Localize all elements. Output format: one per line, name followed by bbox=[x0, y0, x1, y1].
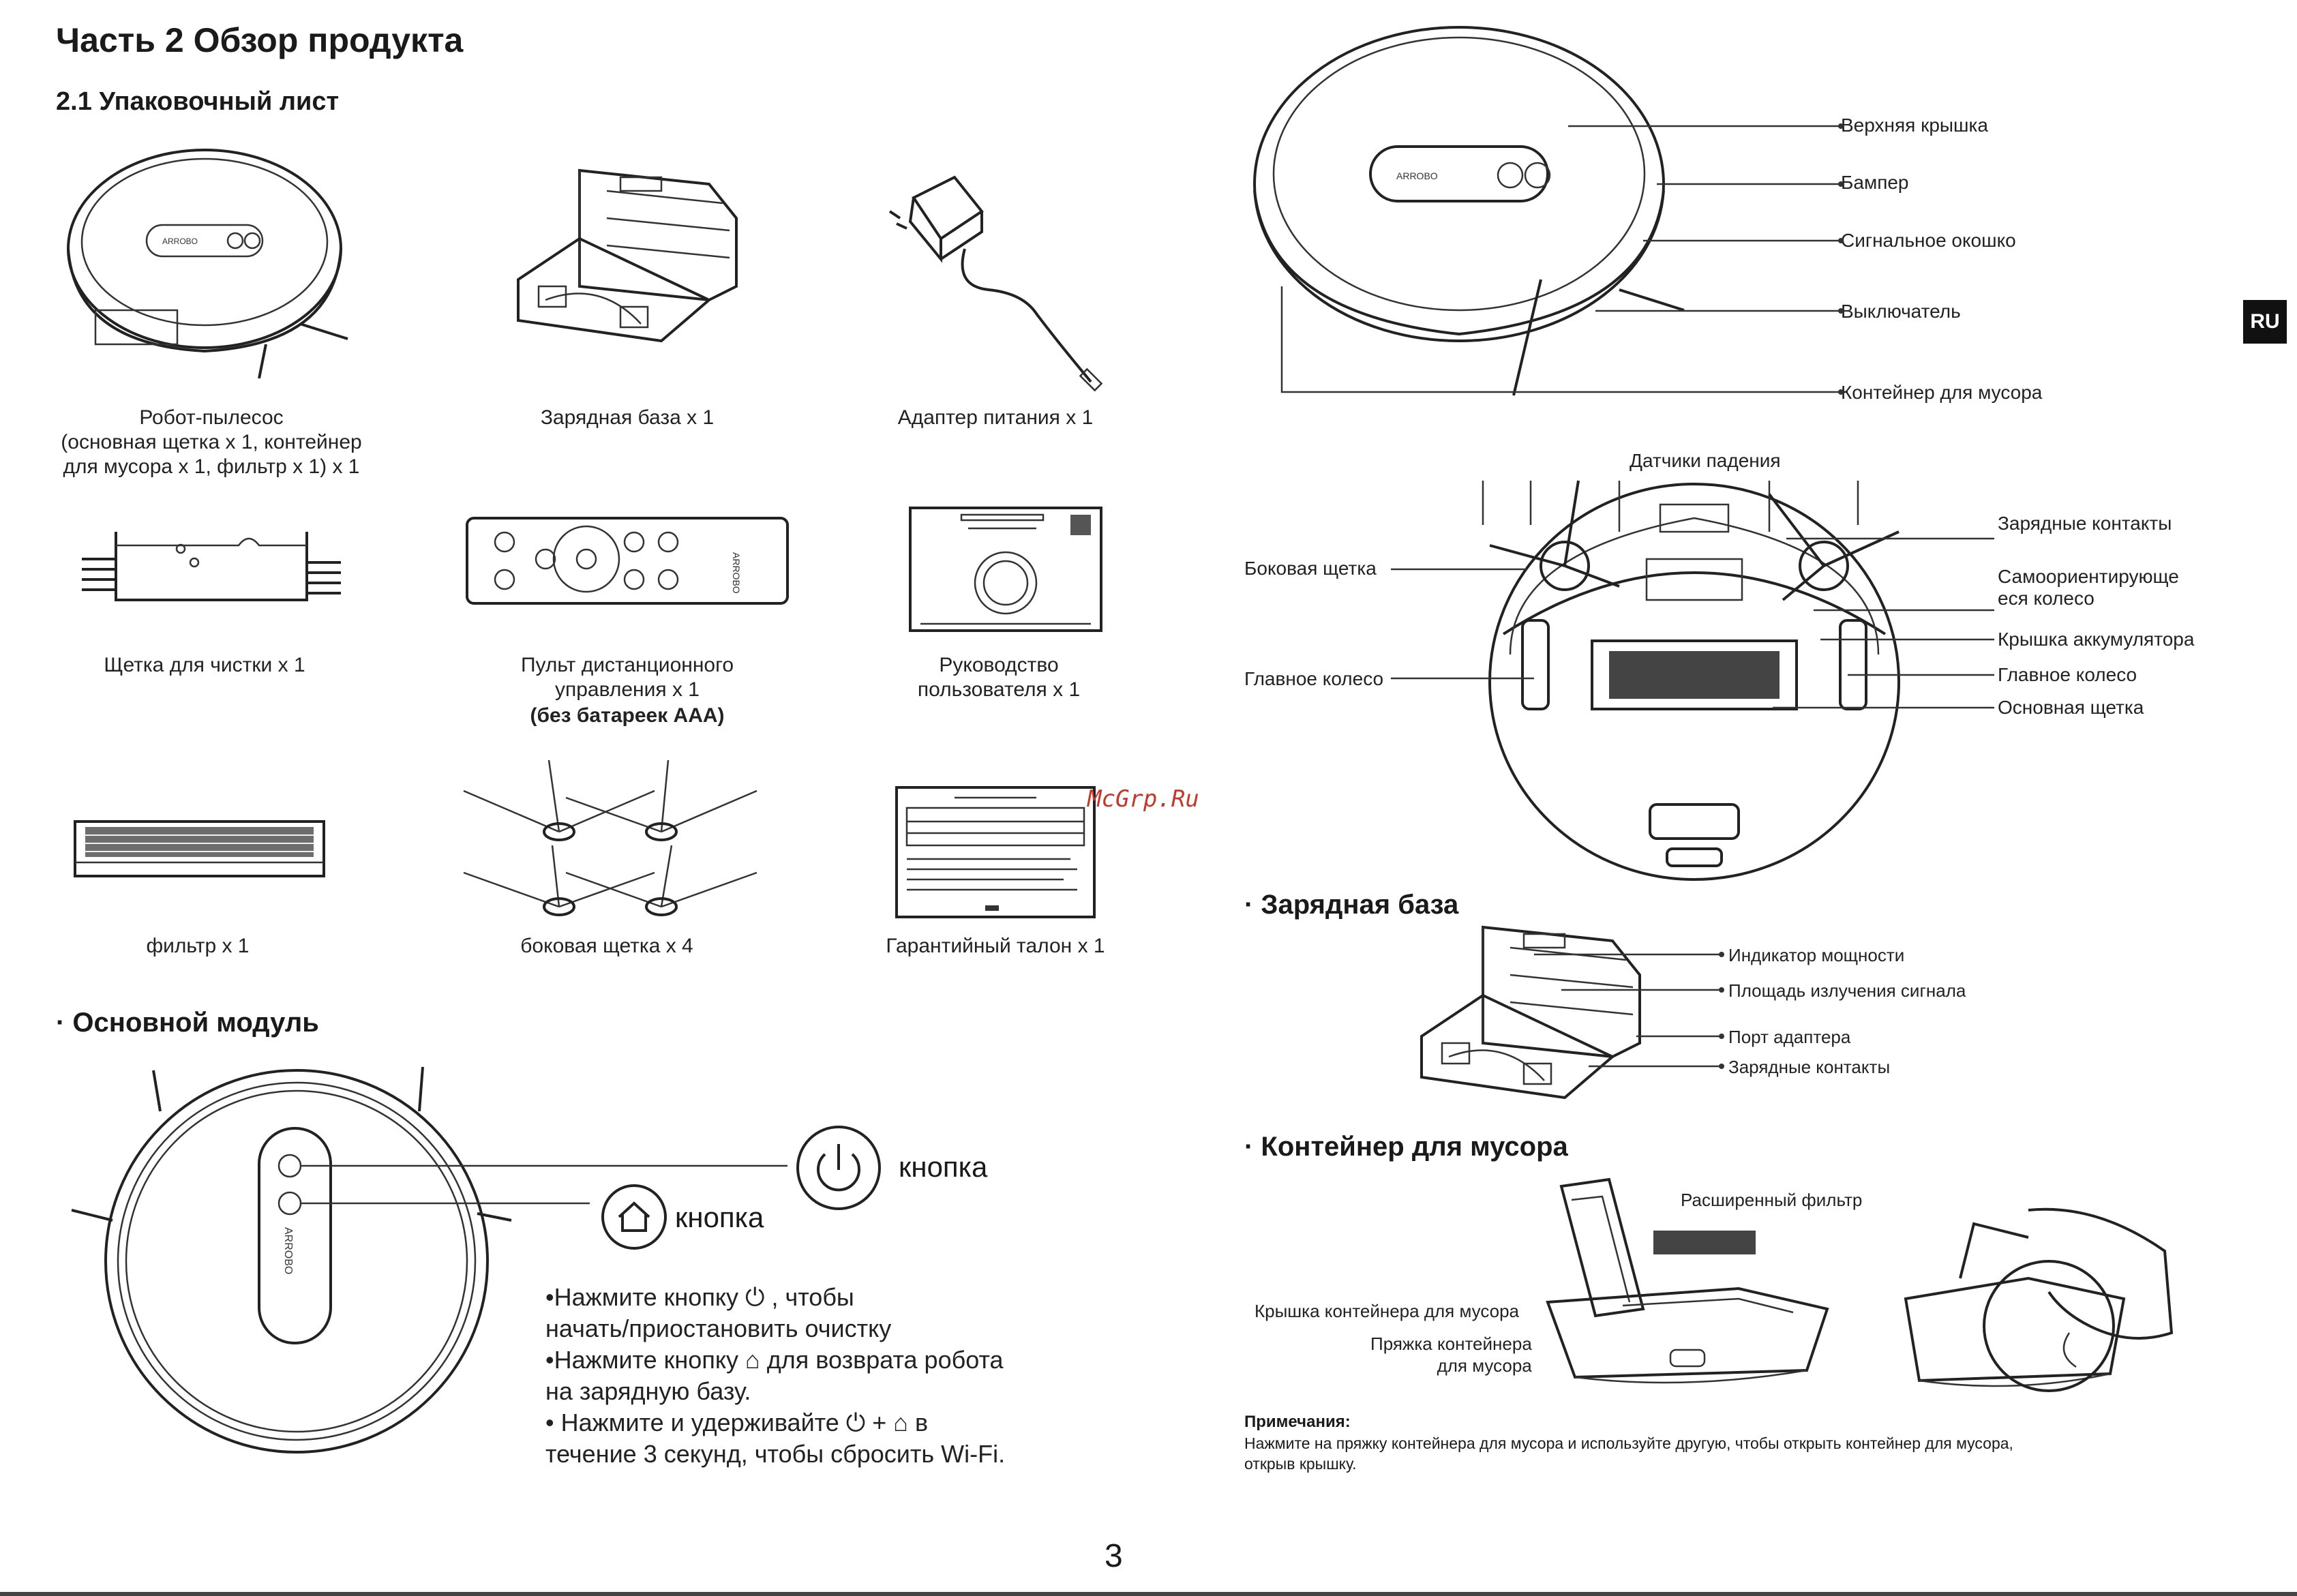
caption-charging-base: Зарядная база x 1 bbox=[540, 406, 715, 429]
svg-text:ARROBO: ARROBO bbox=[282, 1227, 294, 1274]
power-icon bbox=[796, 1126, 881, 1210]
page-title: Часть 2 Обзор продукта bbox=[56, 21, 464, 59]
svg-text:ARROBO: ARROBO bbox=[1396, 170, 1438, 181]
label-main-brush: Основная щетка bbox=[1998, 697, 2144, 718]
label-bumper: Бампер bbox=[1841, 172, 1909, 193]
instruction-line: •Нажмите кнопку ⌂ для возврата робота bbox=[545, 1346, 1004, 1374]
home-icon bbox=[601, 1184, 667, 1250]
label-power-switch: Выключатель bbox=[1841, 301, 1961, 322]
charging-base-leaders bbox=[1534, 952, 1724, 1069]
caption-user-manual: Руководство пользователя x 1 bbox=[917, 654, 1081, 701]
notes-title: Примечания: bbox=[1244, 1413, 1351, 1431]
charging-base-illustration bbox=[517, 168, 738, 343]
label-enhanced-filter: Расширенный фильтр bbox=[1681, 1190, 1863, 1210]
top-view-leader-lines bbox=[1568, 123, 1844, 395]
instruction-line: •Нажмите кнопку ⏻ , чтобы bbox=[545, 1283, 854, 1311]
dust-bin-hand-illustration bbox=[1904, 1207, 2174, 1392]
label-main-wheel-left: Главное колесо bbox=[1244, 668, 1384, 689]
main-module-heading: · Основной модуль bbox=[56, 1008, 319, 1038]
bottom-view-left-leaders bbox=[1391, 568, 1534, 680]
side-brushes-illustration bbox=[463, 759, 757, 916]
label-power-indicator: Индикатор мощности bbox=[1728, 945, 1905, 965]
robot-bottom-view-illustration bbox=[1482, 480, 1900, 881]
power-adapter-illustration bbox=[888, 175, 1103, 392]
caption-cleaning-brush: Щетка для чистки x 1 bbox=[104, 654, 305, 676]
main-module-instructions: •Нажмите кнопку ⏻ , чтобы начать/приоста… bbox=[545, 1282, 1005, 1470]
caption-remote-control: Пульт дистанционного управления x 1 bbox=[520, 654, 734, 701]
cleaning-brush-illustration bbox=[82, 532, 341, 601]
notes-text: Нажмите на пряжку контейнера для мусора … bbox=[1244, 1434, 2013, 1473]
filter-illustration bbox=[74, 820, 325, 877]
language-badge: RU bbox=[2243, 300, 2287, 344]
watermark: McGrp.Ru bbox=[1087, 785, 1199, 813]
label-signal-area: Площадь излучения сигнала bbox=[1728, 980, 1966, 1001]
packing-list-heading: 2.1 Упаковочный лист bbox=[56, 87, 340, 116]
caption-side-brushes: боковая щетка x 4 bbox=[520, 935, 693, 957]
label-top-cover: Верхняя крышка bbox=[1841, 115, 1988, 136]
label-dust-bin: Контейнер для мусора bbox=[1841, 382, 2043, 403]
label-signal-window: Сигнальное окошко bbox=[1841, 230, 2016, 251]
charging-base-heading: · Зарядная база bbox=[1244, 890, 1459, 920]
instruction-line: • Нажмите и удерживайте ⏻ + ⌂ в bbox=[545, 1409, 929, 1436]
caption-power-adapter: Адаптер питания x 1 bbox=[897, 406, 1094, 429]
label-bin-buckle: Пряжка контейнера для мусора bbox=[1370, 1334, 1532, 1376]
label-caster-wheel: Самоориентирующе еся колесо bbox=[1998, 566, 2179, 609]
dust-bin-heading: · Контейнер для мусора bbox=[1244, 1132, 1568, 1162]
bottom-view-right-leaders bbox=[1773, 537, 1994, 709]
svg-text:ARROBO: ARROBO bbox=[162, 237, 198, 246]
bottom-rule bbox=[0, 1592, 2297, 1596]
label-bin-lid: Крышка контейнера для мусора bbox=[1255, 1301, 1520, 1321]
label-main-wheel-right: Главное колесо bbox=[1998, 664, 2137, 685]
label-adapter-port: Порт адаптера bbox=[1728, 1027, 1851, 1047]
label-battery-cover: Крышка аккумулятора bbox=[1998, 629, 2195, 650]
svg-text:ARROBO: ARROBO bbox=[731, 552, 742, 594]
user-manual-illustration bbox=[909, 507, 1102, 632]
dust-bin-open-illustration bbox=[1546, 1177, 1829, 1384]
instruction-line: начать/приостановить очистку bbox=[545, 1314, 892, 1342]
label-base-charging-contacts: Зарядные контакты bbox=[1728, 1057, 1891, 1077]
label-cliff-sensors: Датчики падения bbox=[1630, 450, 1781, 471]
robot-top-view-illustration: ARROBO bbox=[1253, 26, 1848, 396]
warranty-card-illustration bbox=[895, 786, 1096, 918]
caption-warranty-card: Гарантийный талон x 1 bbox=[886, 935, 1105, 957]
charging-base-detail-illustration bbox=[1420, 925, 1641, 1100]
instruction-line: течение 3 секунд, чтобы сбросить Wi-Fi. bbox=[545, 1440, 1006, 1468]
home-button-label: кнопка bbox=[675, 1201, 764, 1233]
caption-remote-no-batteries: (без батареек AAA) bbox=[530, 704, 725, 727]
main-module-robot-illustration: ARROBO bbox=[71, 1066, 787, 1454]
label-charging-contacts: Зарядные контакты bbox=[1998, 513, 2172, 534]
caption-filter: фильтр x 1 bbox=[146, 935, 250, 957]
robot-vacuum-illustration: ARROBO bbox=[67, 149, 348, 379]
caption-robot: Робот-пылесос (основная щетка x 1, конте… bbox=[61, 406, 362, 478]
instruction-line: на зарядную базу. bbox=[545, 1377, 751, 1405]
remote-control-illustration: ARROBO bbox=[466, 517, 789, 605]
label-side-brush: Боковая щетка bbox=[1244, 558, 1377, 579]
page-number: 3 bbox=[1105, 1538, 1123, 1574]
power-button-label: кнопка bbox=[899, 1151, 988, 1183]
